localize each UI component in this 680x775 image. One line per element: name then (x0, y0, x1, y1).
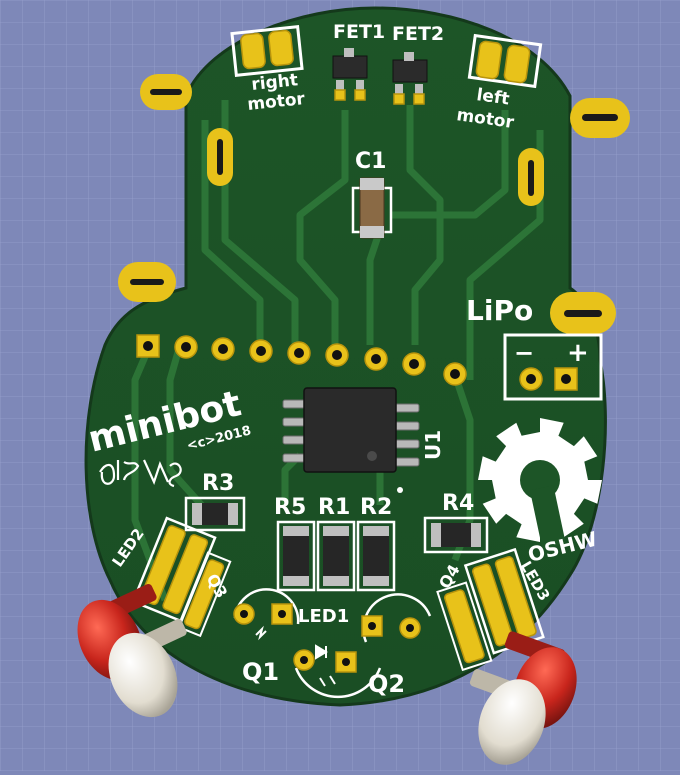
led1-footprint[interactable] (293, 644, 382, 699)
label-r4: R4 (442, 491, 474, 516)
label-right-motor-1: right (250, 70, 298, 95)
header-pin-hole (450, 369, 460, 379)
right-motor-pads[interactable] (230, 25, 304, 77)
label-r2: R2 (360, 495, 392, 520)
label-c1: C1 (355, 149, 386, 174)
c1-capacitor[interactable] (351, 177, 393, 239)
header-pin-hole (181, 342, 191, 352)
designer-signature (99, 459, 182, 488)
label-u1: U1 (421, 430, 445, 460)
mounting-slots (118, 74, 630, 334)
header-pin-hole (371, 354, 381, 364)
pcb-board[interactable] (84, 6, 630, 707)
fet2-component[interactable] (392, 52, 428, 105)
led-white-left (108, 619, 187, 718)
label-q2: Q2 (368, 670, 405, 698)
header-pin-row[interactable] (136, 334, 467, 386)
label-lipo: LiPo (466, 294, 533, 327)
lipo-connector[interactable] (503, 333, 603, 401)
led-white-right (469, 669, 546, 765)
header-pin-hole (218, 344, 228, 354)
label-q1: Q1 (242, 658, 279, 686)
led3-pads[interactable] (463, 547, 545, 655)
label-left-motor-1: left (475, 85, 510, 109)
label-fet2: FET2 (392, 23, 444, 45)
header-pin-hole (332, 350, 342, 360)
left-motor-pads[interactable] (467, 33, 543, 89)
header-pin-hole (409, 359, 419, 369)
q2-phototransistor[interactable] (361, 593, 432, 643)
q4-pads[interactable] (436, 581, 493, 672)
r3-resistor[interactable] (184, 496, 246, 532)
oshw-gear-notch (529, 485, 566, 550)
label-r5: R5 (274, 495, 306, 520)
label-lipo-plus: + (567, 338, 589, 368)
q1-phototransistor[interactable] (233, 588, 300, 641)
label-led1: LED1 (298, 606, 349, 627)
label-r3: R3 (202, 471, 234, 496)
label-fet1: FET1 (333, 21, 385, 43)
fet1-component[interactable] (332, 48, 368, 101)
silkscreen-labels: FET1 FET2 right motor left motor C1 LiPo… (84, 21, 599, 698)
header-pin-hole (256, 346, 266, 356)
r2-resistor[interactable] (356, 520, 396, 592)
r5-resistor[interactable] (276, 520, 316, 592)
oshw-logo (478, 418, 602, 550)
label-r1: R1 (318, 495, 350, 520)
r1-resistor[interactable] (316, 520, 356, 592)
header-pin-hole (294, 348, 304, 358)
u1-chip[interactable] (282, 387, 420, 493)
label-lipo-minus: − (514, 339, 534, 367)
q3-pads[interactable] (176, 551, 232, 638)
r4-resistor[interactable] (423, 516, 489, 554)
